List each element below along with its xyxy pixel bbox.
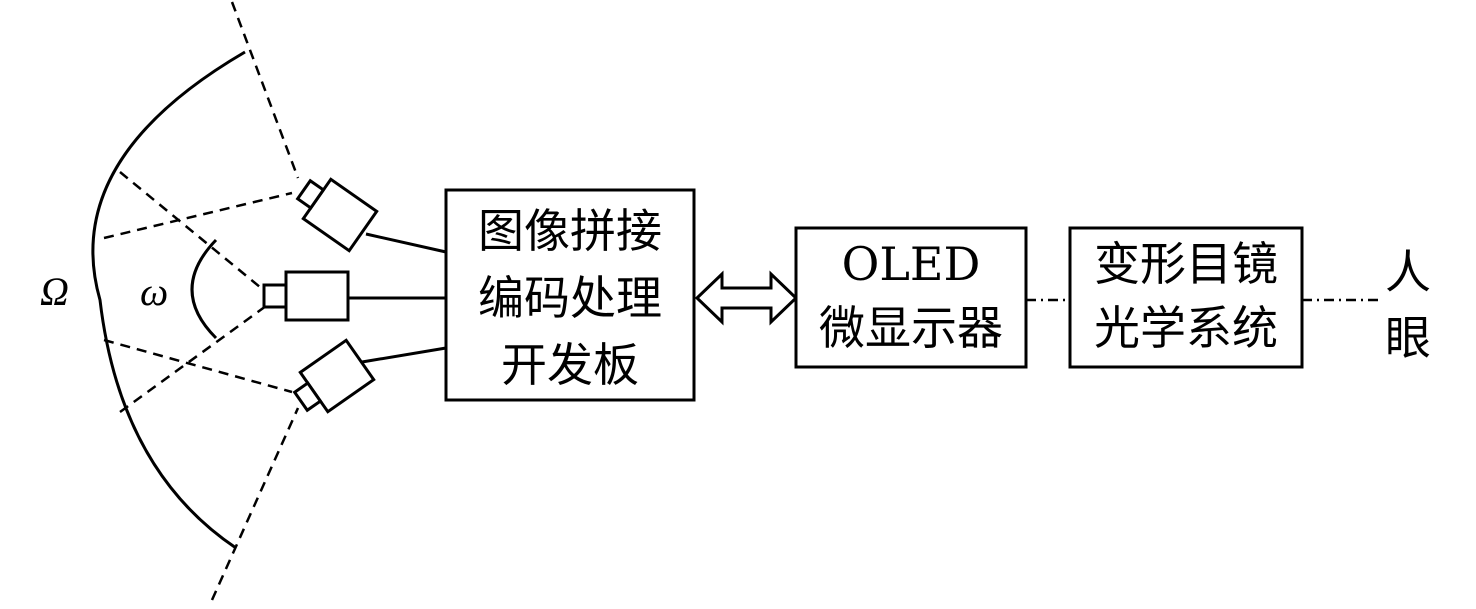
stitching-board-line-2: 编码处理 <box>478 271 662 325</box>
outer-angle-symbol: Ω <box>40 269 69 314</box>
sight-lines <box>103 1 300 601</box>
stitching-board-line-3: 开发板 <box>501 338 639 392</box>
double-arrow-icon <box>694 270 799 326</box>
camera-icon <box>295 177 379 253</box>
inner-angle-symbol: ω <box>140 269 168 314</box>
eye-line-2: 眼 <box>1385 311 1431 365</box>
inner-fov-arc <box>190 238 218 340</box>
camera-icon <box>262 270 350 322</box>
eyepiece-optics-box <box>1068 226 1304 369</box>
oled-display-box <box>794 226 1028 369</box>
camera-cables <box>348 232 447 364</box>
camera-icon <box>292 338 376 414</box>
oled-line-1: OLED <box>842 237 981 291</box>
field-of-view-arc <box>91 50 246 550</box>
stitching-board-box <box>444 188 696 402</box>
oled-line-2: 微显示器 <box>819 301 1003 355</box>
stitching-board-line-1: 图像拼接 <box>478 204 662 258</box>
eye-line-1: 人 <box>1385 245 1431 299</box>
optics-line-1: 变形目镜 <box>1094 237 1278 291</box>
optics-line-2: 光学系统 <box>1094 301 1278 355</box>
